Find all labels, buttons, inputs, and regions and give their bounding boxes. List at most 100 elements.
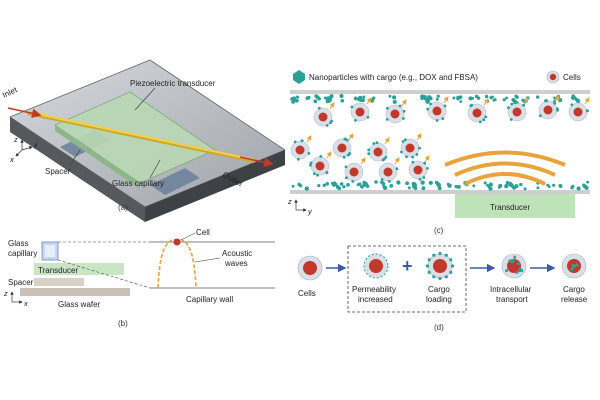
top-wall-c bbox=[290, 90, 590, 94]
nanoparticle bbox=[472, 184, 476, 188]
nanoparticle bbox=[505, 180, 510, 185]
nanoparticle bbox=[337, 186, 342, 191]
inlet-arrow bbox=[7, 107, 42, 118]
nanoparticle bbox=[291, 184, 295, 188]
transducer-label-b: Transducer bbox=[38, 266, 79, 275]
nanoparticle bbox=[432, 253, 436, 257]
force-arrow bbox=[348, 133, 354, 141]
nanoparticle bbox=[342, 155, 346, 159]
caption-a: (a) bbox=[118, 203, 128, 212]
caption-d: (d) bbox=[434, 323, 444, 332]
glass-capillary-label-2: capillary bbox=[8, 249, 37, 258]
nanoparticle bbox=[354, 119, 357, 122]
acoustic-arcs-c bbox=[444, 150, 566, 186]
nanoparticle bbox=[392, 95, 397, 100]
transducer-block-c bbox=[455, 194, 575, 218]
nanoparticle bbox=[429, 102, 432, 106]
nanoparticle bbox=[413, 186, 418, 191]
nanoparticle bbox=[357, 97, 361, 102]
nanoparticle bbox=[459, 100, 463, 103]
capillary-leader bbox=[149, 159, 161, 179]
nanoparticle bbox=[372, 96, 376, 100]
nanoparticle bbox=[412, 182, 417, 187]
cell bbox=[467, 98, 489, 124]
cell bbox=[313, 102, 335, 127]
nanoparticle bbox=[398, 104, 402, 108]
force-arrow bbox=[329, 102, 335, 110]
nanoparticle bbox=[418, 177, 422, 181]
cell bbox=[309, 151, 332, 177]
nanoparticle bbox=[490, 95, 494, 99]
nanoparticle bbox=[345, 176, 348, 180]
nanoparticle bbox=[307, 152, 311, 155]
nanoparticle bbox=[317, 97, 321, 101]
piezo-label: Piezoelectric transducer bbox=[130, 79, 216, 88]
cell-d-release bbox=[561, 253, 587, 279]
nanoparticle bbox=[339, 182, 344, 186]
nanoparticle bbox=[482, 118, 486, 122]
nanoparticle bbox=[362, 95, 366, 99]
nanoparticle bbox=[450, 264, 455, 268]
axis-y-a: y bbox=[33, 140, 39, 149]
nanoparticle bbox=[405, 155, 408, 159]
nanoparticle bbox=[392, 99, 397, 104]
nanoparticle bbox=[558, 184, 563, 188]
cell bbox=[385, 99, 407, 124]
nanoparticle bbox=[510, 102, 514, 106]
nanoparticle bbox=[402, 117, 405, 120]
nanoparticle bbox=[586, 180, 590, 184]
cell bbox=[400, 133, 422, 159]
nanoparticle bbox=[483, 181, 487, 185]
nanoparticle bbox=[544, 99, 547, 103]
nanoparticle bbox=[407, 186, 411, 190]
nanoparticle bbox=[367, 152, 371, 156]
legend-c bbox=[293, 70, 560, 84]
axis-x-a: x bbox=[9, 155, 14, 164]
nanoparticle bbox=[471, 96, 475, 100]
nanoparticle bbox=[295, 98, 299, 103]
cell bbox=[426, 96, 449, 122]
nanoparticle bbox=[426, 107, 430, 111]
nanoparticle bbox=[426, 99, 430, 103]
nanoparticle bbox=[427, 258, 431, 262]
nanoparticle bbox=[411, 155, 415, 159]
nanoparticle bbox=[426, 167, 429, 170]
nanoparticle bbox=[571, 184, 575, 188]
nanoparticle bbox=[435, 97, 439, 101]
intra-label-1: Intracellular bbox=[490, 285, 532, 294]
nanoparticle bbox=[507, 106, 510, 110]
nanoparticle bbox=[437, 186, 442, 191]
nanoparticle bbox=[515, 95, 519, 99]
acoustic-label-2: waves bbox=[224, 259, 248, 268]
force-arrow bbox=[394, 157, 400, 165]
cell bbox=[507, 97, 529, 122]
nanoparticle bbox=[295, 95, 300, 99]
cells-label-d: Cells bbox=[298, 289, 316, 298]
release-label-2: release bbox=[561, 295, 588, 304]
nanoparticle bbox=[387, 180, 391, 183]
release-label-1: Cargo bbox=[563, 285, 585, 294]
perm-label-2: increased bbox=[358, 295, 393, 304]
force-arrow bbox=[483, 98, 489, 106]
cargo-label-1: Cargo bbox=[428, 285, 450, 294]
nanoparticle bbox=[347, 153, 351, 156]
nanoparticle bbox=[488, 182, 493, 187]
legend-cells: Cells bbox=[563, 73, 581, 82]
axis-y-c: y bbox=[307, 207, 313, 216]
nanoparticle bbox=[405, 181, 410, 186]
panel-b-crosssection bbox=[20, 238, 275, 296]
outlet-arrow bbox=[239, 156, 274, 167]
force-arrow bbox=[306, 135, 312, 143]
nanoparticle bbox=[438, 251, 442, 256]
nanoparticle bbox=[290, 97, 294, 101]
nanoparticle bbox=[449, 258, 453, 262]
nanoparticle bbox=[556, 108, 559, 112]
cell bbox=[350, 97, 372, 122]
nanoparticle bbox=[536, 186, 540, 190]
cell-d-perm bbox=[363, 253, 389, 279]
caption-c: (c) bbox=[434, 226, 444, 235]
cell bbox=[408, 155, 430, 181]
nanoparticle bbox=[456, 95, 461, 100]
nanoparticle bbox=[493, 98, 497, 102]
